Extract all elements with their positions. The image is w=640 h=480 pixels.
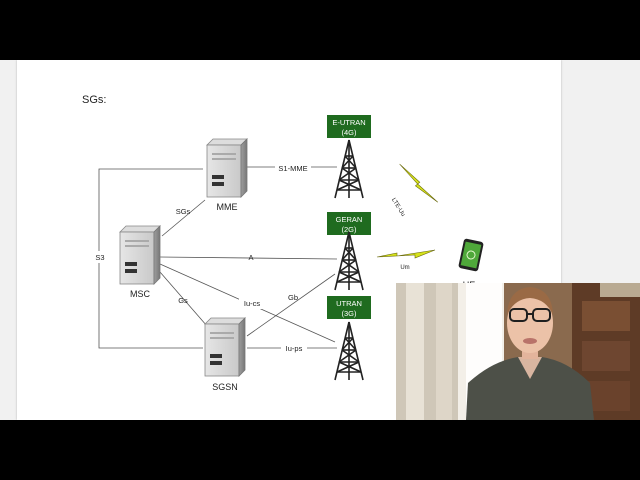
gs-link-line xyxy=(159,271,208,327)
msc-label: MSC xyxy=(130,289,151,299)
a-label: A xyxy=(248,253,253,262)
gb-label: Gb xyxy=(288,293,298,302)
iups-label: Iu-ps xyxy=(286,344,303,353)
gb-link-line xyxy=(246,273,336,337)
um-label: Um xyxy=(400,265,409,271)
gs-label: Gs xyxy=(178,296,188,305)
mme-server-icon xyxy=(206,138,248,198)
a-link-line xyxy=(159,256,338,260)
cell-tower-icon xyxy=(334,139,364,199)
sgs-link-line xyxy=(161,199,206,237)
utran-label: UTRAN xyxy=(336,299,362,308)
iucs-label: Iu-cs xyxy=(244,299,261,308)
sgsn-server-icon xyxy=(204,317,246,377)
lteuu-label: LTE-Uu xyxy=(390,197,406,217)
ue-phone-icon xyxy=(458,238,484,272)
eutran-gen: (4G) xyxy=(342,128,358,137)
msc-server-icon xyxy=(119,225,161,285)
um-lightning-icon xyxy=(376,249,436,259)
cell-tower-icon xyxy=(334,231,364,291)
geran-label: GERAN xyxy=(336,215,363,224)
s3-label: S3 xyxy=(95,253,104,262)
presenter-video xyxy=(396,283,640,420)
video-frame: SGs: S1-MME SGs S3 A Gs Iu-cs Gb xyxy=(0,60,640,420)
mme-label: MME xyxy=(217,202,238,212)
geran-tower: GERAN (2G) xyxy=(327,212,371,291)
lte-uu-lightning-icon xyxy=(395,163,442,203)
sgsn-label: SGSN xyxy=(212,382,238,392)
geran-gen: (2G) xyxy=(342,225,358,234)
utran-tower: UTRAN (3G) xyxy=(327,296,371,381)
network-diagram: SGs: S1-MME SGs S3 A Gs Iu-cs Gb xyxy=(82,94,484,392)
slide-heading: SGs: xyxy=(82,94,106,106)
s1mme-label: S1-MME xyxy=(278,164,307,173)
cell-tower-icon xyxy=(334,321,364,381)
presenter-webcam xyxy=(396,283,640,420)
sgs-label: SGs xyxy=(176,207,191,216)
eutran-label: E-UTRAN xyxy=(332,118,365,127)
utran-gen: (3G) xyxy=(342,309,358,318)
eutran-tower: E-UTRAN (4G) xyxy=(327,115,371,199)
